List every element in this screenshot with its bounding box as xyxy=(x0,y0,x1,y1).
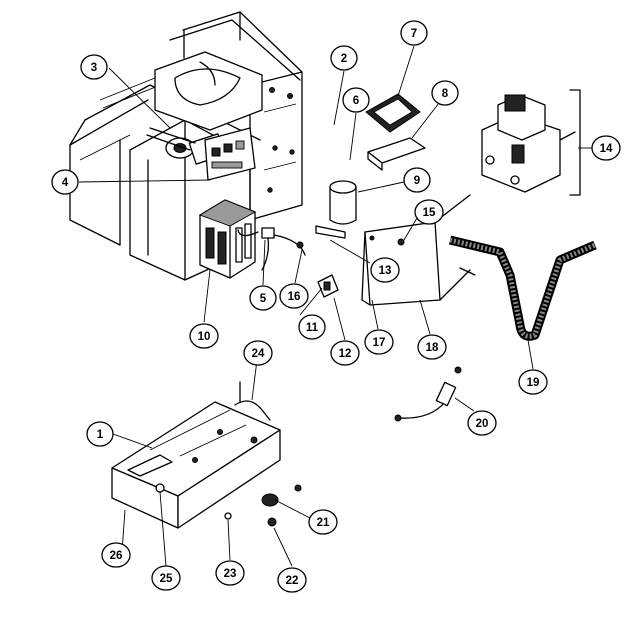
callout-15: 15 xyxy=(414,199,444,225)
callout-10: 10 xyxy=(189,323,219,349)
callout-24: 24 xyxy=(243,340,273,366)
control-module xyxy=(204,127,256,181)
callout-5: 5 xyxy=(249,285,277,311)
svg-text:7: 7 xyxy=(411,28,417,40)
svg-text:11: 11 xyxy=(306,322,319,334)
callout-14: 14 xyxy=(591,135,621,161)
wire-harness xyxy=(237,227,306,271)
svg-text:2: 2 xyxy=(341,53,347,65)
callout-23: 23 xyxy=(215,560,245,586)
gasket xyxy=(365,93,421,133)
svg-text:26: 26 xyxy=(110,550,123,562)
callout-labels: 2 3 7 6 8 14 4 9 15 13 5 xyxy=(51,20,621,593)
thermal-switch xyxy=(317,274,339,298)
svg-text:16: 16 xyxy=(288,291,301,303)
svg-text:9: 9 xyxy=(414,175,420,187)
svg-text:21: 21 xyxy=(317,517,330,529)
callout-25: 25 xyxy=(151,565,181,591)
base-tray xyxy=(111,381,281,529)
svg-text:17: 17 xyxy=(373,337,386,349)
svg-text:6: 6 xyxy=(353,95,359,107)
callout-2: 2 xyxy=(330,45,358,71)
side-panel xyxy=(361,194,476,306)
foot xyxy=(261,493,279,507)
svg-text:15: 15 xyxy=(423,207,436,219)
callout-22: 22 xyxy=(277,567,307,593)
svg-text:24: 24 xyxy=(252,348,265,360)
svg-text:3: 3 xyxy=(91,62,97,74)
leader-lines xyxy=(78,45,593,567)
door-seal-strip xyxy=(448,235,597,341)
svg-text:20: 20 xyxy=(476,418,489,430)
high-voltage-assembly xyxy=(481,94,576,193)
callout-11: 11 xyxy=(298,314,326,340)
callout-13: 13 xyxy=(370,257,400,283)
svg-text:1: 1 xyxy=(97,429,104,441)
callout-1: 1 xyxy=(86,421,114,447)
svg-text:5: 5 xyxy=(260,293,267,305)
screw xyxy=(224,484,302,527)
svg-text:13: 13 xyxy=(379,265,392,277)
callout-6: 6 xyxy=(342,87,370,113)
svg-text:4: 4 xyxy=(62,177,69,189)
callout-18: 18 xyxy=(417,334,447,360)
callout-12: 12 xyxy=(330,340,360,366)
callout-7: 7 xyxy=(400,20,428,46)
svg-text:19: 19 xyxy=(527,377,540,389)
callout-8: 8 xyxy=(431,80,459,106)
svg-text:23: 23 xyxy=(224,568,237,580)
callout-19: 19 xyxy=(518,369,548,395)
svg-text:8: 8 xyxy=(442,88,449,100)
callout-26: 26 xyxy=(101,542,131,568)
cover-plate xyxy=(367,137,426,171)
callout-21: 21 xyxy=(308,509,338,535)
svg-text:22: 22 xyxy=(286,575,299,587)
callout-20: 20 xyxy=(467,410,497,436)
svg-text:18: 18 xyxy=(426,342,439,354)
callout-4: 4 xyxy=(51,169,79,195)
svg-text:25: 25 xyxy=(160,573,173,585)
svg-text:10: 10 xyxy=(198,331,211,343)
svg-text:12: 12 xyxy=(339,348,352,360)
svg-text:14: 14 xyxy=(600,143,613,155)
callout-9: 9 xyxy=(403,167,431,193)
capacitor xyxy=(296,180,357,249)
callout-16: 16 xyxy=(279,283,309,309)
transformer xyxy=(198,199,257,279)
chassis-frame xyxy=(69,11,303,281)
callout-3: 3 xyxy=(80,54,108,80)
callout-17: 17 xyxy=(364,329,394,355)
power-cord xyxy=(394,366,462,422)
